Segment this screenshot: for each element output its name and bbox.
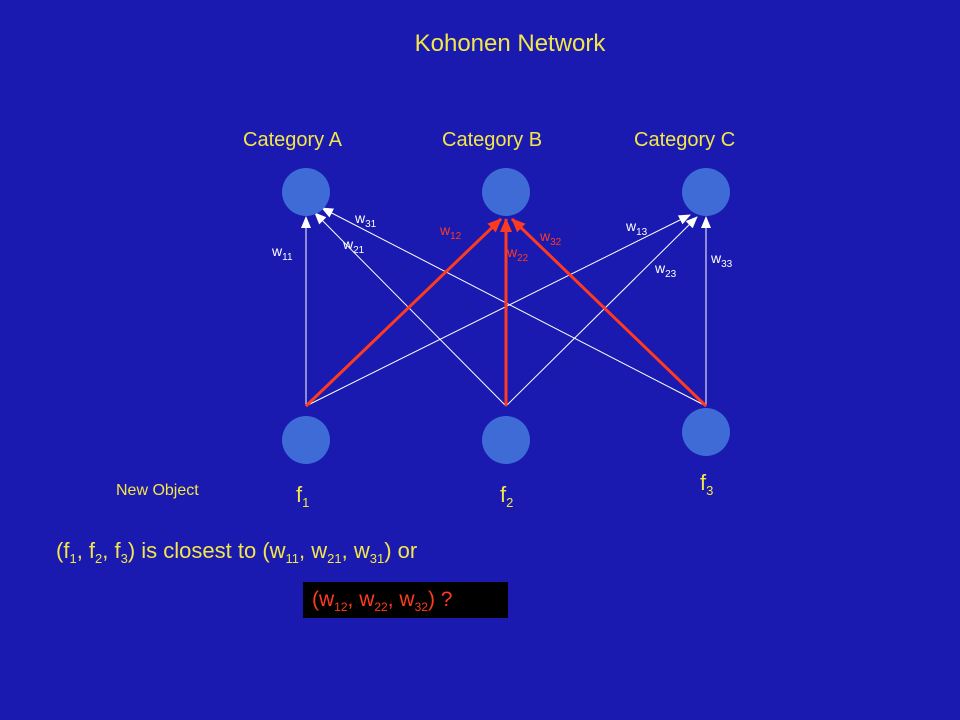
- closest-question-text: (f1, f2, f3) is closest to (w11, w21, w3…: [56, 538, 418, 566]
- node-category-a: [282, 168, 330, 216]
- node-input-f2: [482, 416, 530, 464]
- category-c-label: Category C: [634, 129, 736, 151]
- edge-f2-c: [505, 216, 698, 407]
- edge-f3-b: [510, 217, 708, 408]
- weight-label-w11: w11: [272, 243, 293, 263]
- edge-f3-a: [321, 207, 707, 407]
- node-category-b: [482, 168, 530, 216]
- node-input-f1: [282, 416, 330, 464]
- new-object-label: New Object: [116, 482, 199, 499]
- alternative-answer-box: (w12, w22, w32) ?: [303, 582, 508, 618]
- category-b-label: Category B: [442, 129, 543, 151]
- weight-label-w23: w23: [655, 260, 677, 280]
- weight-label-w13: w13: [626, 218, 648, 238]
- edge-f1-b: [304, 217, 503, 408]
- weight-label-w12: w12: [440, 222, 462, 242]
- weight-label-w21: w21: [343, 236, 365, 256]
- edge-f2-a: [314, 212, 507, 407]
- node-category-c: [682, 168, 730, 216]
- weight-label-w33: w33: [711, 250, 733, 270]
- weight-label-w31: w31: [355, 210, 377, 230]
- input-label-f3: f3: [700, 470, 714, 498]
- edge-f1-c: [305, 214, 691, 407]
- diagram-title: Kohonen Network: [414, 30, 606, 57]
- weight-label-w32: w32: [540, 228, 562, 248]
- node-input-f3: [682, 408, 730, 456]
- input-label-f1: f1: [296, 482, 310, 510]
- weight-label-w22: w22: [507, 244, 529, 264]
- input-label-f2: f2: [500, 482, 514, 510]
- category-a-label: Category A: [243, 129, 342, 151]
